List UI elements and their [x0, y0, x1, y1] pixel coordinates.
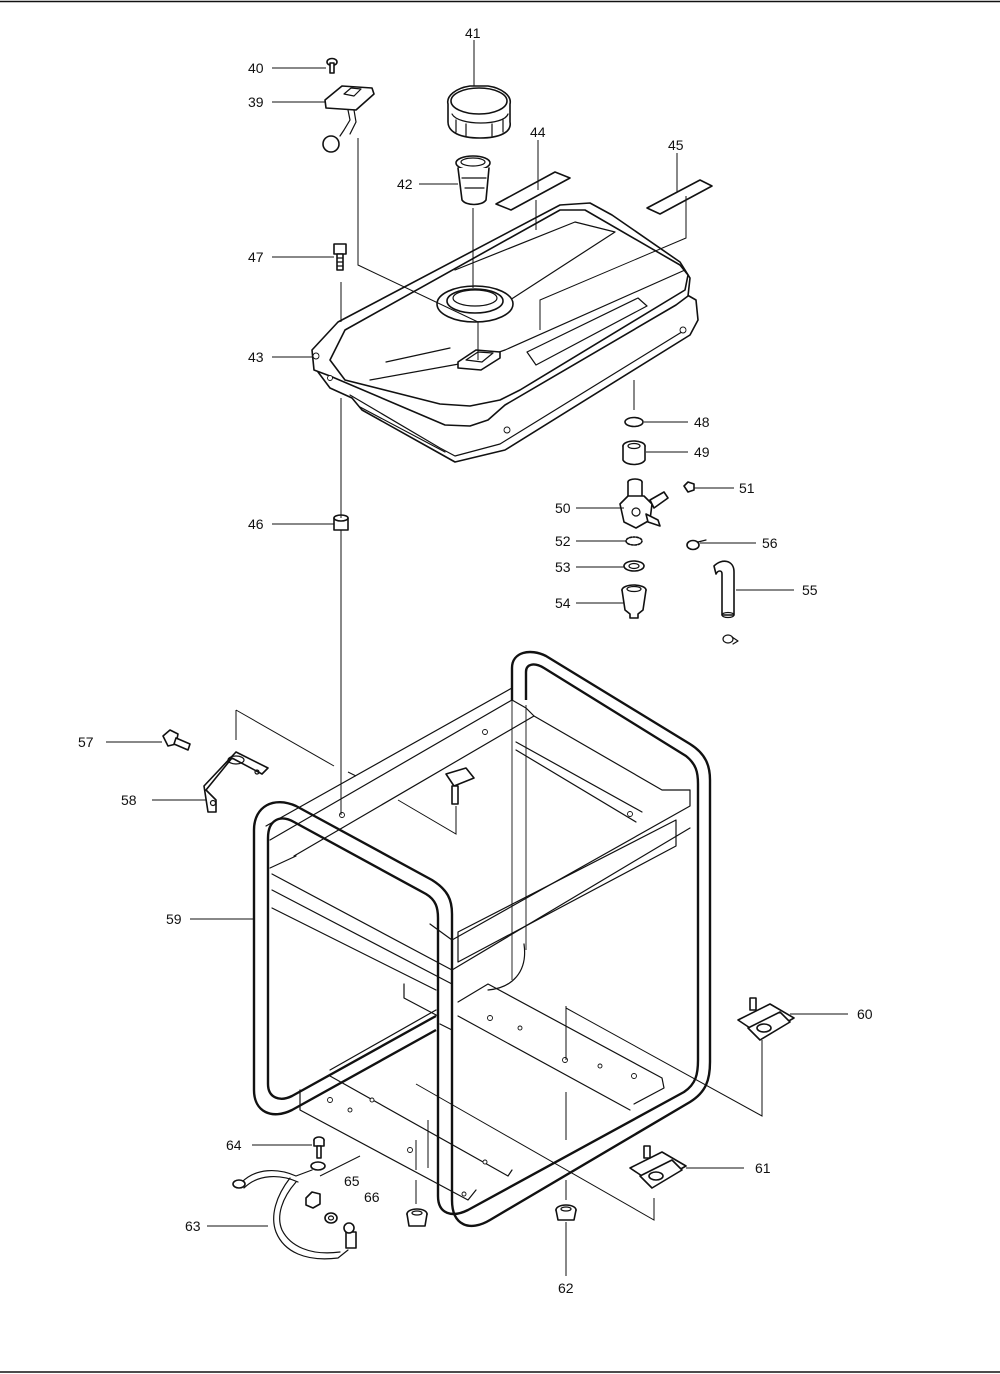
callout-63: 63: [185, 1218, 201, 1234]
callout-46: 46: [248, 516, 264, 532]
callout-43: 43: [248, 349, 264, 365]
leader-lines: [106, 40, 848, 1276]
callout-labels: 40 39 41 42 44 45 47 43 48 49 50 51 46 5…: [78, 25, 873, 1296]
fuel-cock-part: [619, 478, 669, 529]
assembly-guide-lines: [235, 138, 763, 1221]
callout-44: 44: [530, 124, 546, 140]
engine-mount-part-61: [629, 1145, 687, 1189]
callout-51: 51: [739, 480, 755, 496]
callout-64: 64: [226, 1137, 242, 1153]
nut-part-62: [555, 1204, 577, 1221]
callout-57: 57: [78, 734, 94, 750]
earth-wire-part: [232, 1161, 357, 1260]
callout-41: 41: [465, 25, 481, 41]
fuel-gauge-part: [322, 85, 375, 153]
callout-53: 53: [555, 559, 571, 575]
callout-47: 47: [248, 249, 264, 265]
callout-58: 58: [121, 792, 137, 808]
callout-55: 55: [802, 582, 818, 598]
callout-52: 52: [555, 533, 571, 549]
callout-39: 39: [248, 94, 264, 110]
fuel-cap-part: [446, 85, 512, 139]
bracket-part: [203, 751, 269, 813]
callout-66: 66: [364, 1189, 380, 1205]
screw-part-51: [683, 481, 695, 493]
filter-screen-part: [625, 536, 643, 546]
washer-part-48: [624, 416, 644, 428]
callout-62: 62: [558, 1280, 574, 1296]
callout-50: 50: [555, 500, 571, 516]
callout-45: 45: [668, 137, 684, 153]
o-ring-part: [623, 560, 645, 572]
washer-part-66: [324, 1212, 338, 1224]
fitting-part-49: [622, 440, 646, 466]
callout-59: 59: [166, 911, 182, 927]
frame-part: [252, 650, 712, 1228]
callout-48: 48: [694, 414, 710, 430]
bolt-part-57: [162, 729, 191, 751]
callout-56: 56: [762, 535, 778, 551]
rubber-mount-part: [333, 514, 349, 531]
fuel-strainer-part: [455, 155, 491, 206]
bolt-part-64: [313, 1136, 325, 1159]
fuel-hose-part: [713, 560, 735, 619]
callout-54: 54: [555, 595, 571, 611]
frame-bolt-icon: [445, 767, 475, 805]
callout-65: 65: [344, 1173, 360, 1189]
callout-49: 49: [694, 444, 710, 460]
callout-40: 40: [248, 60, 264, 76]
label-sticker-part-45: [646, 179, 713, 215]
frame-nut-icon: [406, 1208, 428, 1227]
label-sticker-part-44: [495, 171, 571, 211]
callout-60: 60: [857, 1006, 873, 1022]
bolt-part-47: [333, 243, 347, 271]
engine-mount-part-60: [737, 997, 795, 1041]
small-clip-icon: [722, 634, 739, 645]
hose-clip-part-56: [686, 539, 707, 551]
callout-42: 42: [397, 176, 413, 192]
fuel-tank-part: [311, 202, 699, 463]
sediment-cup-part: [621, 584, 647, 619]
nut-part-65: [305, 1191, 321, 1209]
screw-part-40: [326, 57, 338, 74]
callout-61: 61: [755, 1160, 771, 1176]
